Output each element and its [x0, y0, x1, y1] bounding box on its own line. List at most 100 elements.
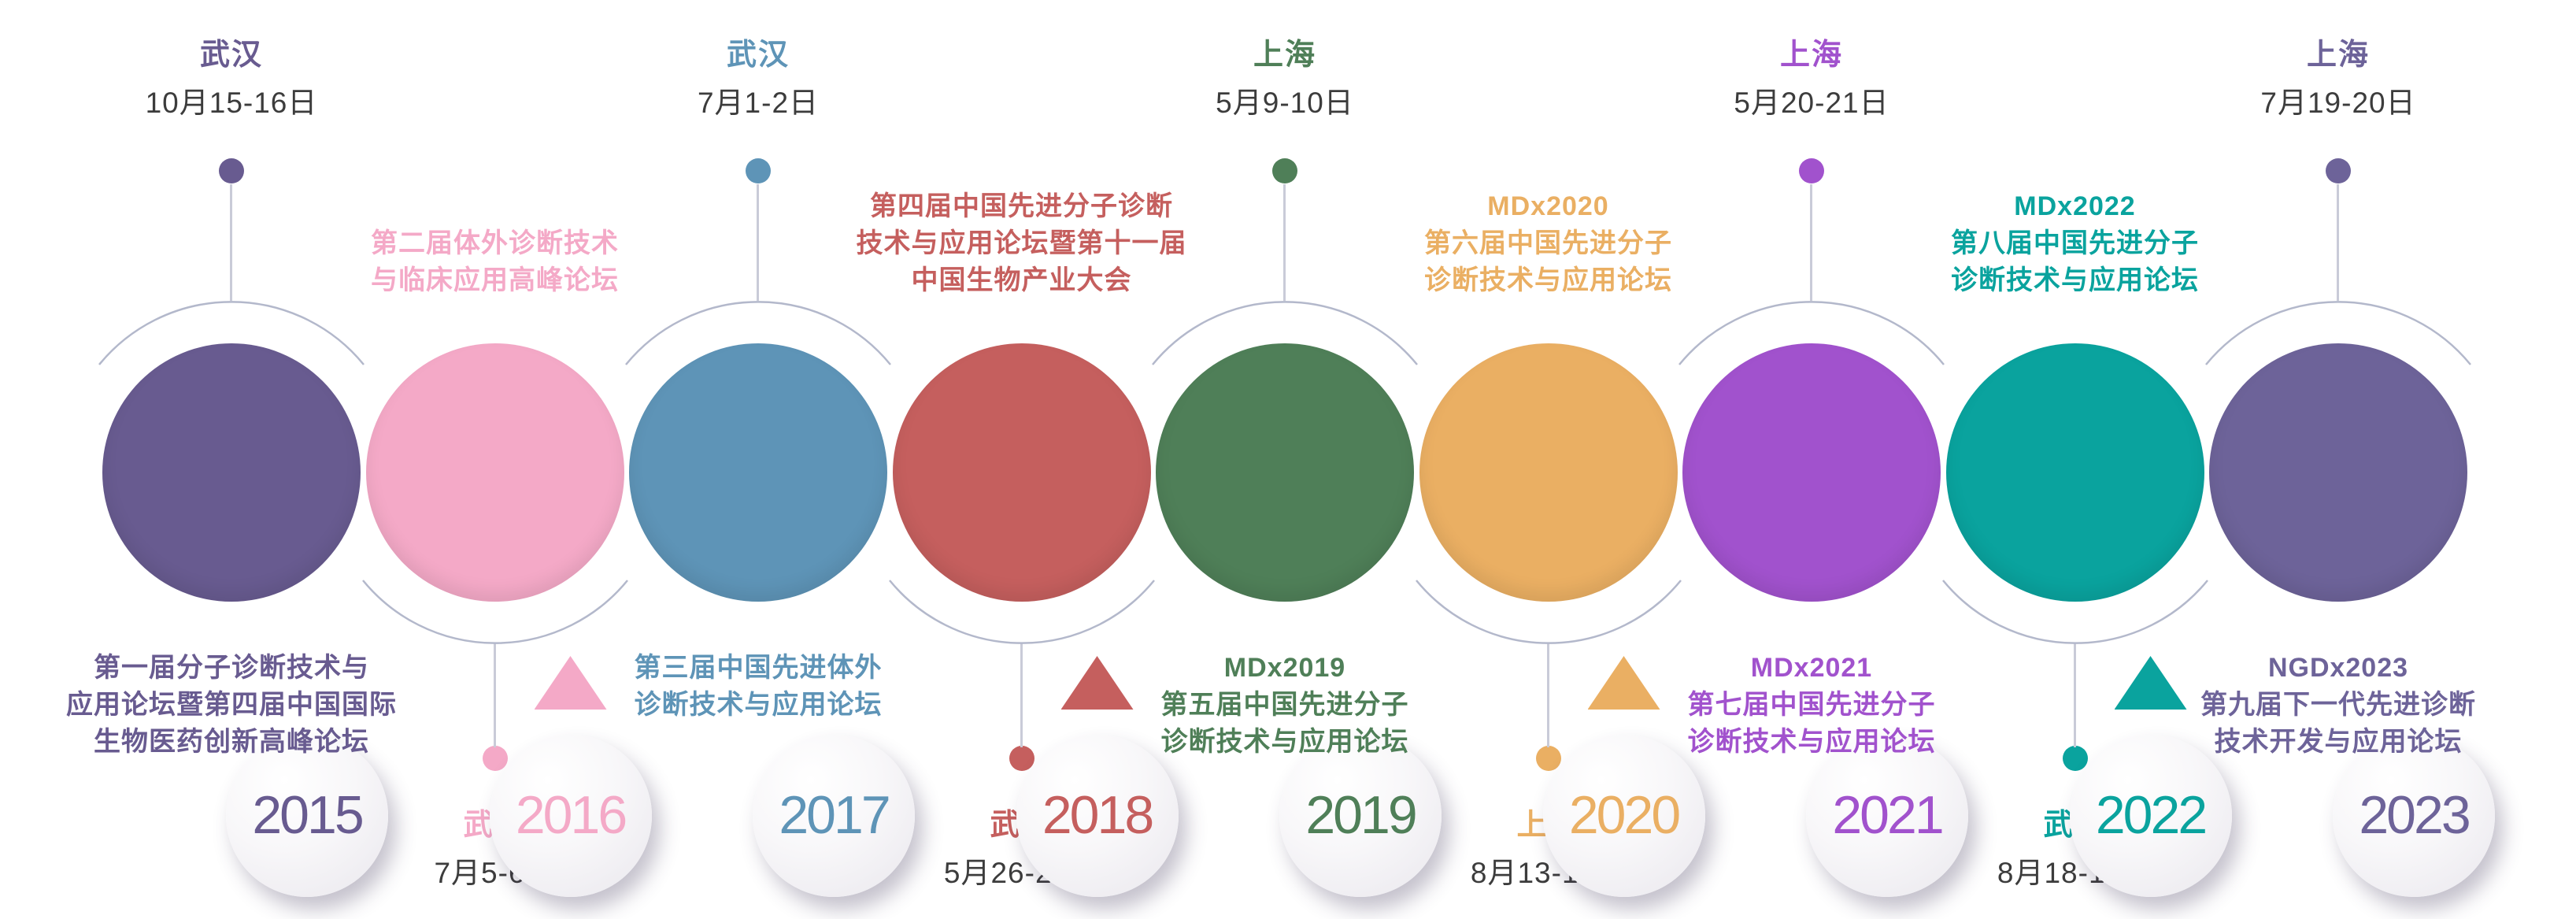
connector-line — [493, 643, 496, 747]
timeline-item: 上海 5月9-10日 2019 MDx2019 第五届中国先进分子诊断技术与应用论… — [1080, 0, 1490, 919]
year-inner-circle: 2017 — [753, 735, 915, 897]
year-inner-circle: 2021 — [1806, 735, 1968, 897]
event-title-line: 第一届分子诊断技术与 — [94, 653, 369, 683]
year-bubble: 2019 — [1156, 343, 1442, 897]
connector-arc-icon — [361, 580, 628, 644]
location-group: 上海 5月20-21日 — [1607, 36, 2016, 123]
year-label: 2015 — [252, 785, 364, 845]
connector-arc-icon — [98, 301, 365, 365]
event-title-line: 生物医药创新高峰论坛 — [94, 727, 369, 757]
connector-dot — [2326, 158, 2351, 183]
year-bubble: 2018 — [892, 343, 1179, 897]
event-title-line: 与临床应用高峰论坛 — [371, 265, 619, 295]
connector-line — [230, 184, 232, 301]
connector-dot — [1009, 746, 1034, 771]
year-inner-circle: 2016 — [489, 735, 652, 897]
event-title: 第一届分子诊断技术与应用论坛暨第四届中国国际生物医药创新高峰论坛 — [27, 650, 436, 761]
connector-arc-icon — [625, 301, 891, 365]
connector-arc-icon — [1415, 580, 1682, 644]
connector-dot — [746, 158, 771, 183]
timeline-item: 武汉 8月18-19日 2022 MDx2022第八届中国先进分子诊断技术与应用… — [1871, 0, 2280, 919]
event-title-line: MDx2022 — [2014, 191, 2136, 221]
location-label: 上海 — [2306, 39, 2370, 72]
year-bubble: 2015 — [102, 343, 388, 897]
event-title-line: 第八届中国先进分子 — [1951, 228, 2199, 258]
date-label: 5月9-10日 — [1216, 87, 1354, 119]
year-label: 2017 — [779, 785, 890, 845]
year-inner-circle: 2019 — [1279, 735, 1442, 897]
event-title: MDx2019 第五届中国先进分子诊断技术与应用论坛 — [1080, 650, 1490, 761]
timeline-item: 武汉 7月1-2日 2017 第三届中国先进体外诊断技术与应用论坛 — [553, 0, 963, 919]
event-title-line: MDx2020 — [1487, 191, 1609, 221]
connector-arc-icon — [888, 580, 1155, 644]
date-label: 7月1-2日 — [697, 87, 820, 119]
year-bubble: 2020 — [1419, 343, 1705, 897]
location-group: 武汉 7月1-2日 — [553, 36, 963, 123]
location-label: 武汉 — [726, 39, 790, 72]
event-title-line: 诊断技术与应用论坛 — [1160, 727, 1409, 757]
connector-dot — [1272, 158, 1297, 183]
connector-line — [1283, 184, 1286, 301]
event-title-line: 第二届体外诊断技术 — [371, 228, 619, 258]
year-label: 2019 — [1305, 785, 1417, 845]
year-label: 2020 — [1568, 785, 1681, 845]
connector-line — [2337, 184, 2339, 301]
year-bubble: 2016 — [365, 343, 652, 897]
year-bubble: 2023 — [2209, 343, 2495, 897]
year-label: 2018 — [1042, 785, 1154, 845]
location-label: 上海 — [1253, 39, 1316, 72]
year-bubble: 2017 — [629, 343, 915, 897]
connector-line — [2073, 643, 2076, 747]
event-title-line: 应用论坛暨第四届中国国际 — [66, 690, 397, 720]
date-label: 7月19-20日 — [2260, 87, 2416, 119]
connector-arc-icon — [1152, 301, 1418, 365]
event-title-line: 第五届中国先进分子 — [1160, 690, 1409, 720]
connector-dot — [2062, 746, 2088, 771]
year-label: 2023 — [2359, 785, 2471, 845]
event-title: MDx2021 第七届中国先进分子诊断技术与应用论坛 — [1607, 650, 2016, 761]
connector-arc-icon — [1941, 580, 2208, 644]
event-title: MDx2022 第八届中国先进分子诊断技术与应用论坛 — [1871, 188, 2280, 299]
event-title-line: 诊断技术与应用论坛 — [634, 690, 883, 720]
connector-arc-icon — [1678, 301, 1945, 365]
year-label: 2022 — [2095, 785, 2208, 845]
event-title-line: NGDx2023 — [2267, 653, 2409, 683]
connector-dot — [482, 746, 508, 771]
connector-dot — [219, 158, 244, 183]
year-inner-circle: 2020 — [1542, 735, 1705, 897]
event-title-line: 第三届中国先进体外 — [634, 653, 883, 683]
year-inner-circle: 2022 — [2069, 735, 2232, 897]
event-title-line: 诊断技术与应用论坛 — [1424, 265, 1672, 295]
event-title-line: 技术与应用论坛暨第十一届 — [856, 228, 1187, 258]
event-title: 第三届中国先进体外诊断技术与应用论坛 — [553, 650, 963, 724]
location-group: 上海 7月19-20日 — [2134, 36, 2543, 123]
event-title-line: 诊断技术与应用论坛 — [1687, 727, 1936, 757]
year-inner-circle: 2015 — [226, 735, 388, 897]
event-title-line: 第六届中国先进分子 — [1424, 228, 1672, 258]
location-label: 武汉 — [199, 39, 263, 72]
timeline-item: 武汉 10月15-16日 2015 第一届分子诊断技术与应用论坛暨第四届中国国际… — [27, 0, 436, 919]
year-label: 2016 — [515, 785, 627, 845]
connector-dot — [1535, 746, 1561, 771]
event-title-line: MDx2021 — [1750, 653, 1873, 683]
timeline-item: 上海 5月20-21日 2021 MDx2021 第七届中国先进分子诊断技术与应用… — [1607, 0, 2016, 919]
connector-dot — [1799, 158, 1824, 183]
event-title-line: 第四届中国先进分子诊断 — [870, 191, 1173, 221]
date-label: 5月20-21日 — [1734, 87, 1889, 119]
event-title-line: 第九届下一代先进诊断 — [2200, 690, 2476, 720]
year-bubble: 2021 — [1682, 343, 1968, 897]
connector-line — [1546, 643, 1549, 747]
event-title: 第四届中国先进分子诊断技术与应用论坛暨第十一届中国生物产业大会 — [817, 188, 1227, 299]
event-title-line: 第七届中国先进分子 — [1687, 690, 1936, 720]
location-label: 上海 — [1779, 39, 1843, 72]
connector-line — [1020, 643, 1023, 747]
timeline-item: 上海 8月13-14日 2020 MDx2020第六届中国先进分子诊断技术与应用… — [1344, 0, 1753, 919]
connector-line — [757, 184, 759, 301]
event-title-line: 诊断技术与应用论坛 — [1951, 265, 2199, 295]
event-title-line: 中国生物产业大会 — [911, 265, 1132, 295]
connector-arc-icon — [2205, 301, 2471, 365]
event-title: MDx2020 第六届中国先进分子诊断技术与应用论坛 — [1344, 188, 1753, 299]
event-title-line: MDx2019 — [1223, 653, 1346, 683]
